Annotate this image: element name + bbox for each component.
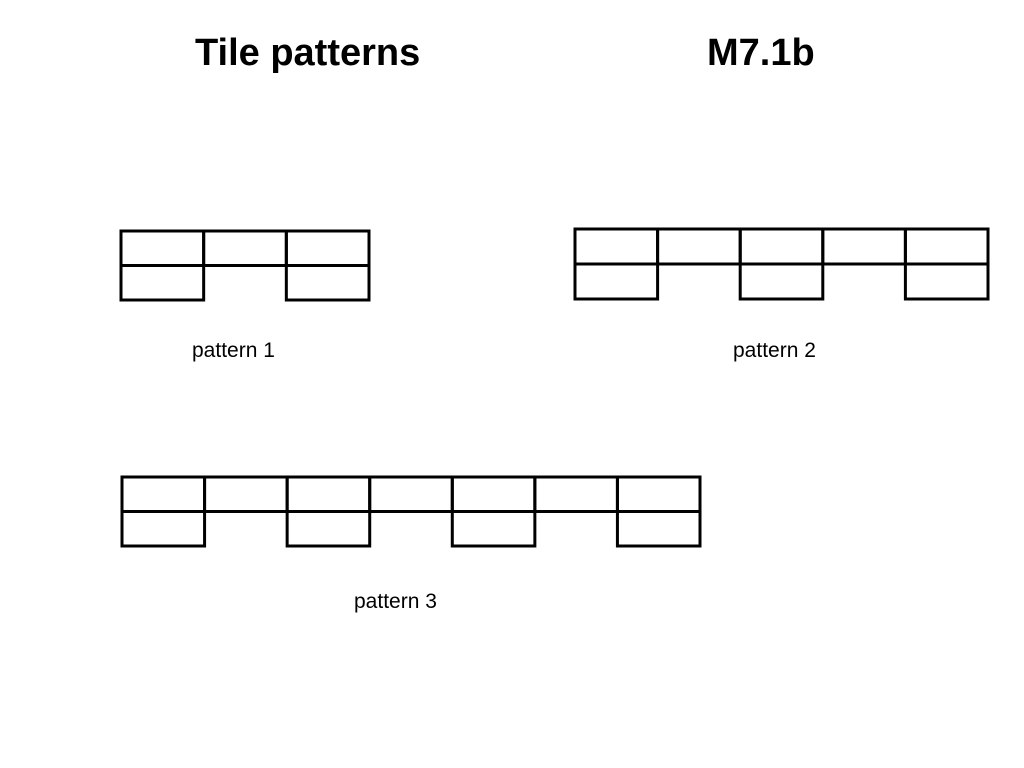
tile-bottom-1: [119, 264, 206, 302]
tile-top-1: [119, 229, 206, 267]
pattern-label-1: pattern 1: [192, 339, 275, 362]
tile-top-2: [203, 475, 289, 513]
tile-bottom-1: [120, 510, 207, 548]
tile-pattern-1: [119, 229, 371, 302]
tile-top-4: [821, 227, 907, 266]
tile-bottom-7: [615, 510, 702, 548]
tile-top-3: [738, 227, 825, 266]
tile-top-4: [368, 475, 454, 513]
tile-top-1: [120, 475, 207, 513]
tile-top-2: [202, 229, 288, 267]
tile-top-3: [284, 229, 371, 267]
tile-bottom-3: [285, 510, 372, 548]
pattern-label-2: pattern 2: [733, 339, 816, 362]
tile-bottom-5: [903, 262, 990, 301]
tile-top-5: [450, 475, 537, 513]
tile-pattern-3: [120, 475, 702, 548]
tile-top-6: [533, 475, 619, 513]
tile-top-2: [656, 227, 742, 266]
page-title: Tile patterns: [195, 32, 421, 74]
tile-top-7: [615, 475, 702, 513]
page-code: M7.1b: [707, 32, 815, 74]
tile-bottom-1: [573, 262, 660, 301]
tile-top-5: [903, 227, 990, 266]
tile-pattern-2: [573, 227, 990, 301]
tile-top-3: [285, 475, 372, 513]
tile-bottom-3: [738, 262, 825, 301]
tile-bottom-3: [284, 264, 371, 302]
tile-bottom-5: [450, 510, 537, 548]
pattern-label-3: pattern 3: [354, 590, 437, 613]
tile-top-1: [573, 227, 660, 266]
